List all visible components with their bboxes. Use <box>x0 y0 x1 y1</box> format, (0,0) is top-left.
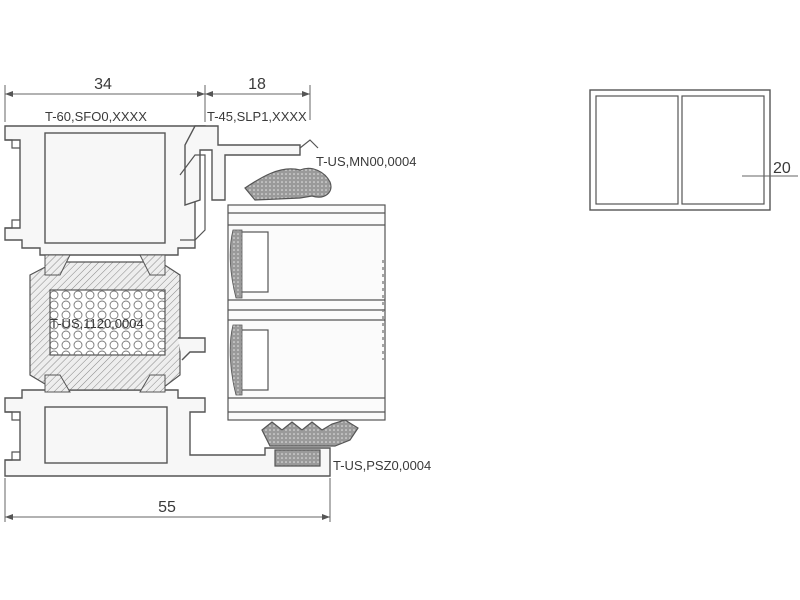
dimension-label-55: 55 <box>158 499 176 516</box>
label-thermal-insert: T-US,1120,0004 <box>50 316 144 331</box>
label-bottom-gasket: T-US,PSZ0,0004 <box>333 458 431 473</box>
dimension-label-20: 20 <box>773 160 791 177</box>
glazing-unit <box>227 204 386 421</box>
dimension-frame-width: 34 <box>4 76 206 122</box>
dimension-total-width: 55 <box>4 478 331 522</box>
spacer-upper <box>239 231 269 293</box>
left-pane <box>595 95 679 205</box>
frame-profile <box>4 125 331 477</box>
bottom-gasket-base <box>274 449 321 467</box>
frame-bottom-chamber <box>44 406 168 464</box>
top-gasket <box>244 167 332 201</box>
dimension-sash-width: 18 <box>205 76 311 120</box>
right-pane <box>681 95 765 205</box>
dimension-label-34: 34 <box>94 76 112 93</box>
sash-profile <box>179 125 319 241</box>
label-top-gasket: T-US,MN00,0004 <box>316 154 416 169</box>
thermal-break-insert: T-US,1120,0004 <box>29 254 206 393</box>
frame-top-chamber <box>44 132 166 244</box>
label-frame-profile: T-60,SFO0,XXXX <box>45 109 147 124</box>
window-elevation-view: 20 <box>589 89 798 211</box>
dimension-label-18: 18 <box>248 76 266 93</box>
spacer-lower <box>239 329 269 391</box>
honeycomb-fill <box>49 289 166 356</box>
bottom-gasket <box>261 419 359 447</box>
label-sash-profile: T-45,SLP1,XXXX <box>207 109 307 124</box>
